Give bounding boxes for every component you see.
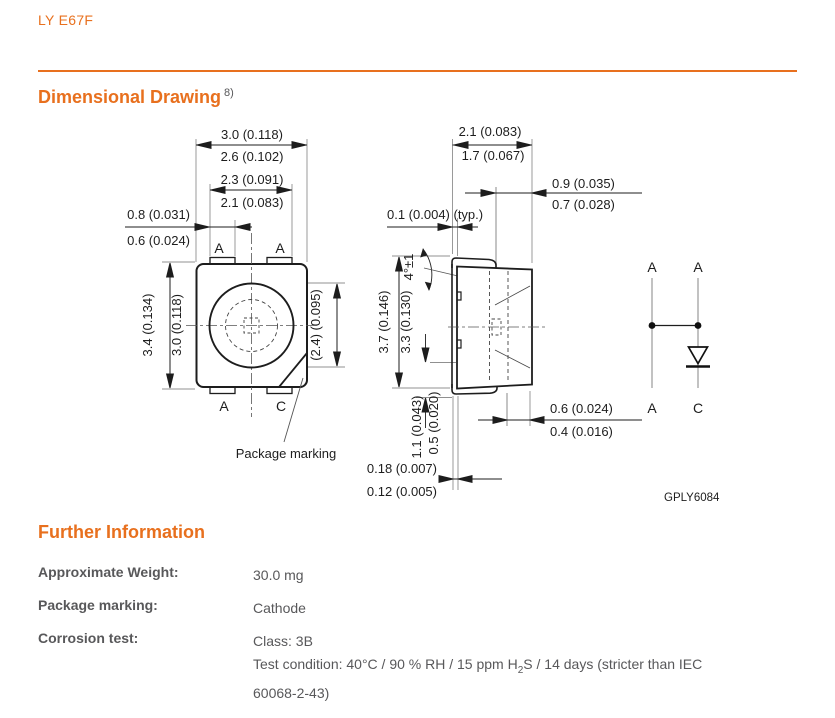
dim-side-depth-min: 1.7 (0.067) <box>462 148 525 163</box>
package-marking-leader-line <box>283 377 304 443</box>
schematic-pin-top-left: A <box>647 259 657 275</box>
dim-front-pad-span-min: 2.1 (0.083) <box>221 195 284 210</box>
junction-dot <box>648 322 656 329</box>
front-pad-label-bottom-right: C <box>276 398 286 414</box>
front-view-lens <box>208 282 295 369</box>
corrosion-test-value: Class: 3B Test condition: 40°C / 90 % RH… <box>253 630 818 705</box>
further-information-heading: Further Information <box>38 522 205 542</box>
corrosion-class: Class: 3B <box>253 633 313 649</box>
package-marking-label: Package marking: <box>38 597 158 613</box>
dim-front-body-height-max: 3.4 (0.134) <box>140 294 155 357</box>
side-view-angle-arc <box>420 248 459 291</box>
dim-side-depth-max: 2.1 (0.083) <box>459 124 522 139</box>
schematic <box>648 278 710 388</box>
corrosion-condition-pre: Test condition: 40°C / 90 % RH / 15 ppm … <box>253 656 518 672</box>
package-marking-callout: Package marking <box>236 446 336 461</box>
weight-value: 30.0 mg <box>253 567 304 583</box>
dim-front-pad-width-min: 0.6 (0.024) <box>127 233 190 248</box>
dimensional-drawing-figure: 3.0 (0.118) 2.6 (0.102) 2.3 (0.091) 2.1 … <box>125 124 720 504</box>
front-view-pads <box>209 256 293 395</box>
corrosion-test-label: Corrosion test: <box>38 630 139 646</box>
dim-side-foot-min: 0.4 (0.016) <box>550 424 613 439</box>
front-view-dimension-lines <box>125 140 342 389</box>
package-marking-value: Cathode <box>253 600 306 616</box>
schematic-pin-bottom-right: C <box>693 400 703 416</box>
corrosion-condition: Test condition: 40°C / 90 % RH / 15 ppm … <box>253 653 818 682</box>
divider-rule <box>38 70 797 72</box>
front-pad-label-bottom-left: A <box>219 398 229 414</box>
corrosion-condition-subscript: 2 <box>517 664 524 676</box>
dim-front-pad-span-max: 2.3 (0.091) <box>221 172 284 187</box>
dim-side-lens-offset-min: 0.7 (0.028) <box>552 197 615 212</box>
figure-code: GPLY6084 <box>664 492 720 504</box>
front-pad-label-top-right: A <box>275 240 285 256</box>
dim-front-body-width-max: 3.0 (0.118) <box>221 127 283 142</box>
diode-icon <box>687 346 709 366</box>
dim-side-lead-tip-max: 0.18 (0.007) <box>367 461 437 476</box>
part-number: LY E67F <box>38 12 94 28</box>
side-view-package-outline <box>451 257 533 395</box>
dim-side-height-max: 3.7 (0.146) <box>376 291 391 354</box>
schematic-pin-top-right: A <box>693 259 703 275</box>
dim-side-draft-angle: 4°±1 <box>401 254 416 281</box>
dim-side-lead-tip-min: 0.12 (0.005) <box>367 484 437 499</box>
junction-dot <box>694 322 702 329</box>
schematic-pin-bottom-left: A <box>647 400 657 416</box>
dimensional-drawing-title: Dimensional Drawing <box>38 87 222 107</box>
weight-label: Approximate Weight: <box>38 564 179 580</box>
front-pad-label-top-left: A <box>214 240 224 256</box>
dim-front-body-height-min: 3.0 (0.118) <box>169 294 184 356</box>
side-view-internal-lines <box>448 271 546 383</box>
dim-front-lens-diameter: (2.4) (0.095) <box>308 289 323 361</box>
front-view-centerlines <box>186 233 318 417</box>
corrosion-condition-line2: 60068-2-43) <box>253 684 330 701</box>
side-view-dimension-lines <box>387 140 642 484</box>
footnote-ref: 8) <box>224 87 234 99</box>
front-view-extension-lines <box>162 139 345 390</box>
dim-side-foot-max: 0.6 (0.024) <box>550 401 613 416</box>
dim-side-lead-thickness: 0.1 (0.004) (typ.) <box>387 207 483 222</box>
dim-front-pad-width-max: 0.8 (0.031) <box>127 207 190 222</box>
dim-front-body-width-min: 2.6 (0.102) <box>221 149 284 164</box>
dim-side-height-min: 3.3 (0.130) <box>398 291 413 354</box>
side-view-extension-lines <box>392 139 533 490</box>
corrosion-condition-post: S / 14 days (stricter than IEC <box>523 656 703 672</box>
dim-side-lead-upper-max: 1.1 (0.043) <box>409 396 424 459</box>
dim-side-lead-upper-min: 0.5 (0.020) <box>426 392 441 455</box>
dim-side-lens-offset-max: 0.9 (0.035) <box>552 176 615 191</box>
